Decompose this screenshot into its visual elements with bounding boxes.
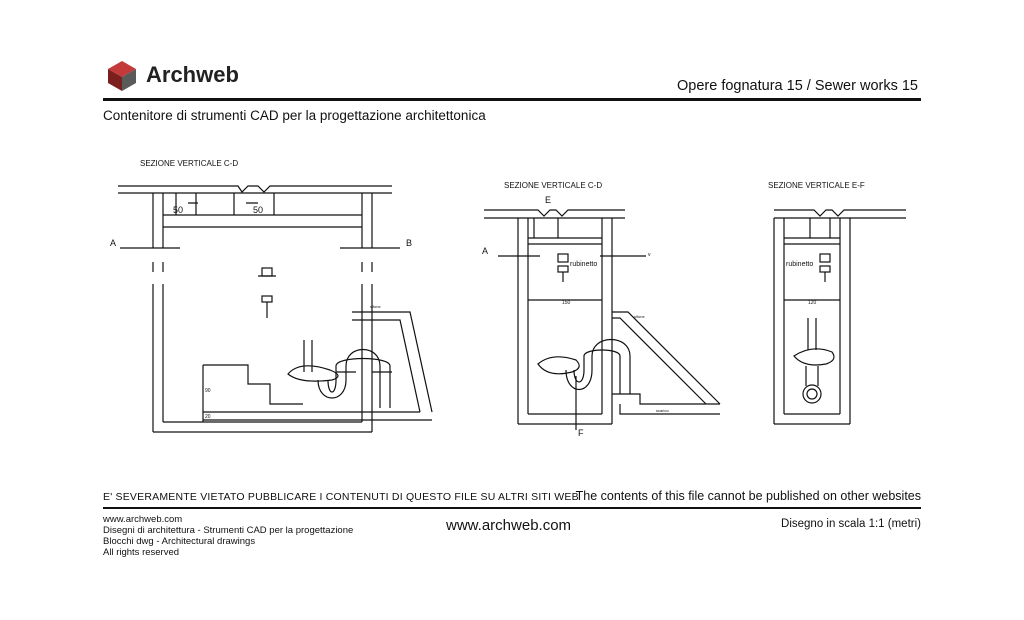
warning-english: The contents of this file cannot be publ… [575,489,921,503]
section-3-title: SEZIONE VERTICALE E-F [768,181,865,190]
section-1-drawing: SEZIONE VERTICALE C-D 50 50 A B 90 20 [110,159,433,433]
dim-20: 20 [205,414,211,420]
footer-scale: Disegno in scala 1:1 (metri) [781,518,921,530]
note-sifone-1: sifone [370,304,381,309]
label-b-1: B [406,238,412,248]
dim-120: 120 [808,300,817,306]
footer-line-4: All rights reserved [103,547,180,558]
page-subtitle: Contenitore di strumenti CAD per la prog… [103,108,486,123]
section-2-title: SEZIONE VERTICALE C-D [504,181,602,190]
faucet-label-3: rubinetto [786,261,813,268]
footer-site-large[interactable]: www.archweb.com [446,517,572,534]
dim-50-left: 50 [173,205,183,215]
dim-50-right: 50 [253,205,263,215]
archweb-logo-icon [108,61,136,91]
header-rule [103,98,921,101]
note-scarico-2: scarico [656,408,669,413]
brand-name: Archweb [146,62,239,87]
footer-line-2: Disegni di architettura - Strumenti CAD … [103,525,354,536]
label-a-2: A [482,246,488,256]
section-3-drawing: SEZIONE VERTICALE E-F rubinetto 120 [768,181,906,425]
faucet-label-2: rubinetto [570,261,597,268]
label-a-1: A [110,238,116,248]
label-f: F [578,428,584,438]
note-sifone-2: sifone [634,314,645,319]
dim-150: 150 [562,300,571,306]
section-2-drawing: SEZIONE VERTICALE C-D E A v rubinetto 15… [482,181,721,438]
footer-site-link[interactable]: www.archweb.com [103,514,183,525]
footer-rule [103,507,921,509]
mark-v: v [648,252,651,258]
dim-90: 90 [205,388,211,394]
warning-italian: E' SEVERAMENTE VIETATO PUBBLICARE I CONT… [103,491,579,503]
footer-line-3: Blocchi dwg - Architectural drawings [103,536,256,547]
section-1-title: SEZIONE VERTICALE C-D [140,159,238,168]
label-e: E [545,195,551,205]
page-title: Opere fognatura 15 / Sewer works 15 [677,78,918,94]
